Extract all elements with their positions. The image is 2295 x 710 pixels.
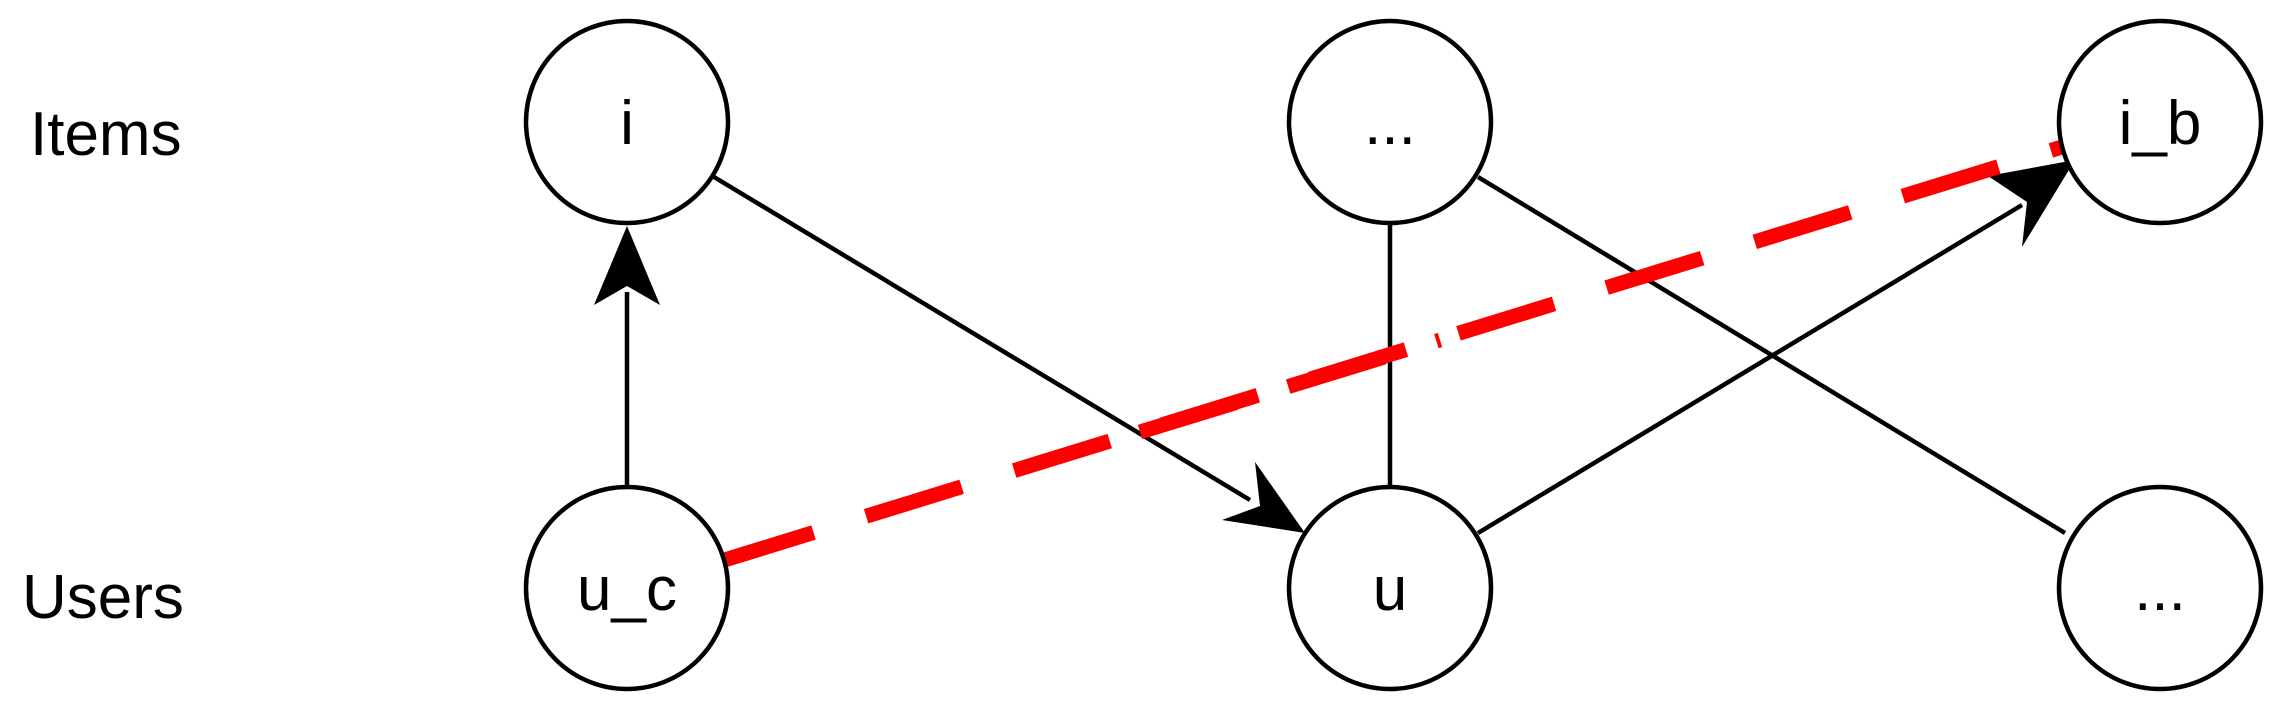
node-label-i-b: i_b (2119, 89, 2202, 158)
node-label-users-right: ... (2134, 555, 2186, 624)
highlighted-edge-overlay (1137, 332, 1443, 440)
node-label-items-mid: ... (1364, 89, 1416, 158)
items-row-label: Items (30, 100, 182, 169)
node-users-right: ... (2056, 484, 2264, 692)
arrowhead-u-to-ib (1988, 160, 2075, 247)
edge-items-mid-to-users-right (1476, 175, 2067, 535)
highlighted-edge-uc-to-ib (715, 139, 2065, 570)
node-label-u: u (1373, 555, 1407, 624)
arrowhead-uc-to-i (594, 226, 660, 305)
node-i-b: i_b (2056, 18, 2264, 226)
arrowhead-i-to-u (1222, 462, 1305, 533)
node-u: u (1286, 484, 1494, 692)
node-label-u-c: u_c (577, 555, 677, 624)
node-items-mid: ... (1286, 18, 1494, 226)
node-label-i: i (620, 89, 634, 158)
users-row-label: Users (22, 563, 184, 632)
edge-u-to-ib (1476, 203, 2024, 535)
edge-i-to-u (712, 175, 1252, 502)
node-u-c: u_c (523, 484, 731, 692)
node-i: i (523, 18, 731, 226)
